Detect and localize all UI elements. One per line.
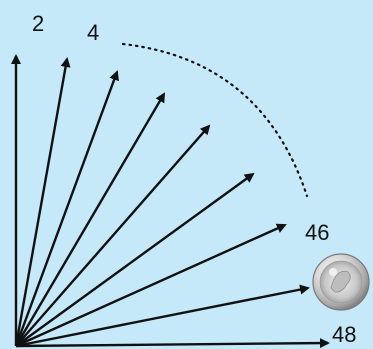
label-48: 48	[332, 322, 356, 347]
arrow-18	[16, 343, 328, 346]
arrow-14	[16, 225, 285, 346]
arrow-6	[16, 72, 117, 346]
silver-coin-image	[313, 254, 369, 310]
dotted-arc	[123, 44, 307, 196]
label-46: 46	[305, 220, 329, 245]
arrow-fan	[16, 56, 328, 346]
label-2: 2	[32, 11, 44, 36]
label-4: 4	[87, 20, 99, 45]
arrow-12	[16, 174, 253, 346]
